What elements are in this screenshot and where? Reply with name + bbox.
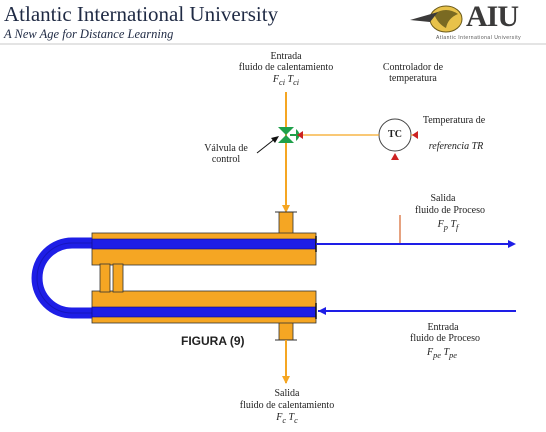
process-outlet-title: Salida [430,193,456,204]
valve-title: Válvula de [204,143,248,154]
heating-inlet-subtitle: fluido de calentamiento [238,62,334,73]
process-outlet-vars: Fp Tf [437,219,459,232]
tc-label: TC [388,129,402,140]
upper-tube [91,238,317,250]
control-signal-arrow [297,131,303,139]
aiu-logo [410,5,463,33]
valve-pointer-line [256,137,277,154]
process-inlet-title: Entrada [427,322,459,333]
heating-outlet-title: Salida [274,388,300,399]
process-outlet-subtitle: fluido de Proceso [415,205,485,216]
heating-outlet-arrow [282,376,290,384]
controller-title: Controlador de [382,62,444,73]
reference-subtitle: referencia TR [428,141,484,152]
lower-tube [91,306,317,318]
heating-inlet-title: Entrada [270,51,302,62]
process-inlet-subtitle: fluido de Proceso [410,333,480,344]
figure-caption: FIGURA (9) [181,334,245,348]
shell-crossover-right [112,263,124,293]
reference-title: Temperatura de [422,115,486,126]
university-title: Atlantic International University [4,2,279,26]
valve-pointer-head [271,136,279,143]
heating-inlet-arrow [282,205,290,213]
u-bend-tube [31,237,92,319]
process-inlet-vars: Fpe Tpe [427,347,457,360]
university-tagline: A New Age for Distance Learning [4,27,174,41]
shell-crossover-left [99,263,111,293]
reference-arrow [412,131,418,139]
process-outlet-arrow [508,240,516,248]
sensor-arrow [391,153,399,160]
heating-inlet-vars: Fci Tci [272,74,300,87]
heating-outlet-subtitle: fluido de calentamiento [239,400,335,411]
heating-outlet-vars: Fc Tc [276,412,298,425]
aiu-logo-caption: Atlantic International University [436,35,522,41]
aiu-logo-text: AIU [466,0,519,33]
controller-subtitle: temperatura [389,73,437,84]
control-valve [278,127,300,143]
process-inlet-arrow [318,307,326,315]
valve-subtitle: control [211,154,241,165]
heating-nozzle-top [278,211,294,235]
